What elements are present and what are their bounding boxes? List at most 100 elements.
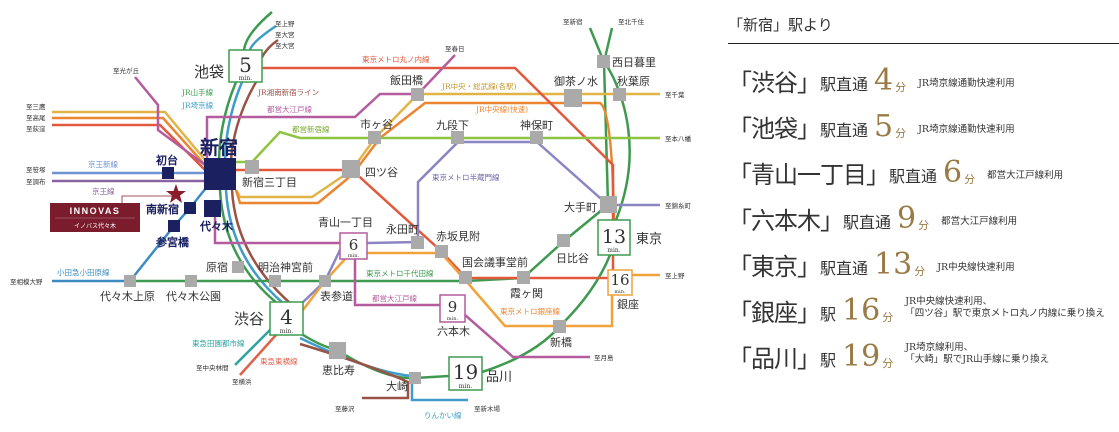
station-marker[interactable]: [319, 275, 331, 287]
station-marker[interactable]: [342, 160, 360, 178]
route-unit: 分: [895, 127, 907, 140]
station-label: 表参道: [320, 289, 353, 303]
station-marker[interactable]: [459, 271, 472, 284]
time-box-ikebukuro[interactable]: [228, 49, 263, 83]
destination-label: 至笹塚: [26, 165, 46, 174]
route-note-line: JR埼京線利用、: [905, 342, 974, 353]
destination-label: 至大宮: [275, 30, 295, 39]
destination-label: 至三鷹: [26, 102, 46, 111]
line-label: りんかい線: [424, 410, 462, 420]
station-label: 恵比寿: [322, 363, 355, 377]
station-marker[interactable]: [269, 275, 281, 287]
station-marker[interactable]: [411, 88, 424, 101]
destination-label: 至藤沢: [335, 404, 355, 413]
property-badge[interactable]: [50, 203, 140, 232]
station-label: 六本木: [437, 324, 470, 338]
station-marker[interactable]: [204, 200, 221, 217]
station-marker[interactable]: [124, 275, 136, 287]
destination-label: 至北千住: [618, 17, 645, 26]
route-minutes: 5: [874, 109, 894, 144]
route-minutes: 6: [943, 155, 963, 190]
station-marker[interactable]: [162, 167, 174, 179]
station-label: 赤坂見附: [436, 229, 480, 243]
station-label: 永田町: [386, 222, 419, 236]
property-name: INNOVAS: [70, 206, 121, 216]
route-suffix: 駅直通: [820, 75, 869, 94]
station-label: 代々木: [199, 219, 234, 233]
station-marker[interactable]: [517, 271, 530, 284]
time-unit: min.: [607, 247, 620, 254]
route-unit: 分: [964, 173, 976, 186]
destination-label: 至春日: [445, 44, 465, 53]
line-saikyo: [223, 24, 468, 402]
time-box-aoyama[interactable]: [339, 232, 368, 260]
station-marker[interactable]: [553, 320, 566, 333]
station-label: 明治神宮前: [258, 260, 313, 274]
station-marker[interactable]: [409, 372, 421, 384]
line-label: 小田急小田原線: [57, 267, 110, 277]
station-marker[interactable]: [168, 220, 180, 232]
time-box-tokyo[interactable]: [597, 219, 631, 256]
time-box-ginza[interactable]: [607, 269, 633, 296]
route-note-line: JR中央線快速利用: [937, 262, 1015, 273]
station-marker[interactable]: [329, 342, 346, 359]
station-label: 日比谷: [556, 252, 589, 265]
station-marker[interactable]: [451, 131, 464, 144]
route-note-line: 都営大江戸線利用: [941, 216, 1018, 227]
time-box-shinagawa[interactable]: [448, 356, 483, 391]
route-note-line: 「大崎」駅でJR山手線に乗り換え: [905, 354, 1050, 365]
station-label: 原宿: [206, 260, 228, 274]
destination-label: 至大宮: [275, 41, 295, 50]
station-marker[interactable]: [557, 234, 570, 247]
station-marker[interactable]: [564, 89, 582, 107]
station-label: 四ツ谷: [365, 166, 398, 179]
destination-label: 至本八幡: [665, 134, 692, 143]
station-label: 新橋: [550, 335, 572, 349]
property-star-icon: [166, 184, 186, 203]
panel-header: 「新宿」駅より: [728, 14, 1119, 44]
destination-label: 至新木場: [474, 404, 501, 413]
destination-label: 至新宿: [563, 17, 583, 26]
route-note-line: 都営大江戸線利用: [987, 170, 1064, 181]
route-note: JR埼京線通勤快速利用: [918, 124, 1014, 136]
station-marker[interactable]: [232, 261, 244, 273]
route-minutes: 19: [842, 339, 881, 374]
line-label: JR埼京線: [181, 100, 214, 110]
shinjuku-marker[interactable]: [204, 158, 236, 190]
station-label: 新宿三丁目: [242, 175, 297, 189]
station-marker[interactable]: [411, 236, 424, 249]
line-label: 京王新線: [88, 159, 118, 169]
station-marker[interactable]: [245, 160, 259, 174]
destination-label: 至相模大野: [10, 277, 43, 286]
station-label: 九段下: [436, 118, 469, 132]
line-label: 都営大江戸線: [267, 104, 312, 114]
station-marker[interactable]: [435, 245, 448, 258]
route-unit: 分: [882, 357, 894, 370]
route-note: JR中央線快速利用、「四ツ谷」駅で東京メトロ丸ノ内線に乗り換え: [905, 296, 1105, 320]
time-box-shibuya[interactable]: [269, 301, 304, 336]
property-sub: イノバス代々木: [74, 222, 116, 230]
time-box-roppongi[interactable]: [439, 294, 466, 323]
station-label: 代々木上原: [100, 290, 155, 303]
line-oedo: [134, 54, 590, 359]
station-marker[interactable]: [184, 202, 196, 214]
station-marker[interactable]: [530, 131, 543, 144]
line-denen: [234, 329, 271, 366]
station-marker[interactable]: [600, 196, 617, 213]
route-note-line: 「四ツ谷」駅で東京メトロ丸ノ内線に乗り換え: [905, 308, 1105, 319]
station-label: 参宮橋: [156, 235, 190, 249]
destination-label: 至月島: [594, 353, 614, 362]
station-label: 新宿: [200, 136, 238, 159]
station-label: 南新宿: [146, 202, 179, 216]
route-note: JR中央線快速利用: [937, 262, 1014, 274]
station-marker[interactable]: [597, 55, 610, 68]
station-marker[interactable]: [185, 275, 197, 287]
station-label: 品川: [486, 370, 512, 385]
destination-label: 至上野: [665, 271, 685, 280]
station-marker[interactable]: [613, 88, 626, 101]
station-marker[interactable]: [368, 131, 381, 144]
route-station: 「六本木」: [728, 207, 844, 235]
time-unit: min.: [459, 383, 472, 390]
